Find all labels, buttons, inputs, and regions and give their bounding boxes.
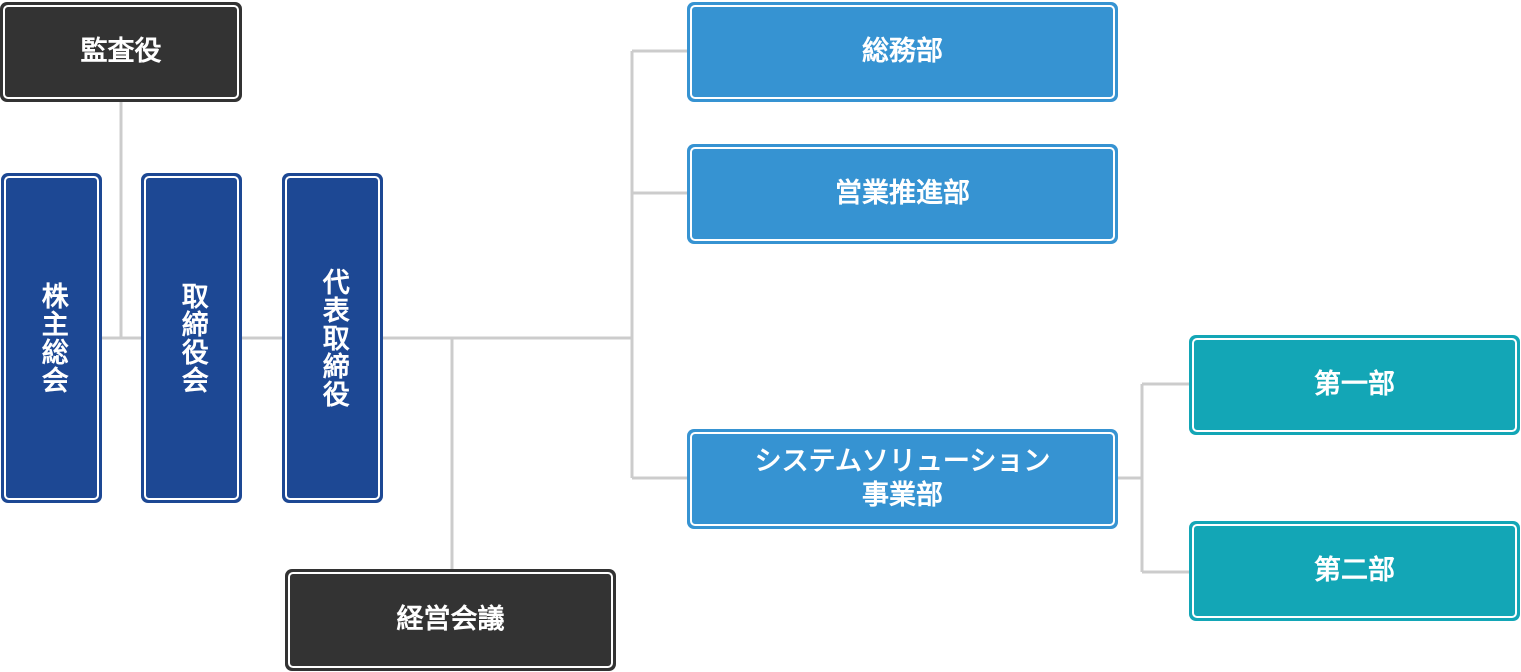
board-of-directors-label: 取締役会: [176, 282, 208, 394]
board-of-directors-box: 取締役会: [141, 173, 242, 503]
representative-director-box: 代表取締役: [282, 173, 383, 503]
auditor-label: 監査役: [80, 35, 162, 67]
shareholders-meeting-box: 株主総会: [1, 173, 102, 503]
system-solution-label: システムソリューション 事業部: [754, 446, 1051, 511]
sales-promotion-box: 営業推進部: [687, 144, 1118, 244]
shareholders-meeting-label: 株主総会: [36, 282, 68, 394]
first-division-box: 第一部: [1189, 335, 1520, 435]
general-affairs-box: 総務部: [687, 2, 1118, 102]
management-meeting-label: 経営会議: [396, 603, 505, 635]
auditor-box: 監査役: [0, 2, 242, 102]
representative-director-label: 代表取締役: [317, 268, 349, 408]
first-division-label: 第一部: [1314, 368, 1395, 400]
second-division-box: 第二部: [1189, 521, 1520, 621]
general-affairs-label: 総務部: [862, 35, 943, 67]
sales-promotion-label: 営業推進部: [835, 177, 970, 209]
second-division-label: 第二部: [1314, 554, 1395, 586]
system-solution-box: システムソリューション 事業部: [687, 429, 1118, 529]
management-meeting-box: 経営会議: [285, 569, 616, 671]
